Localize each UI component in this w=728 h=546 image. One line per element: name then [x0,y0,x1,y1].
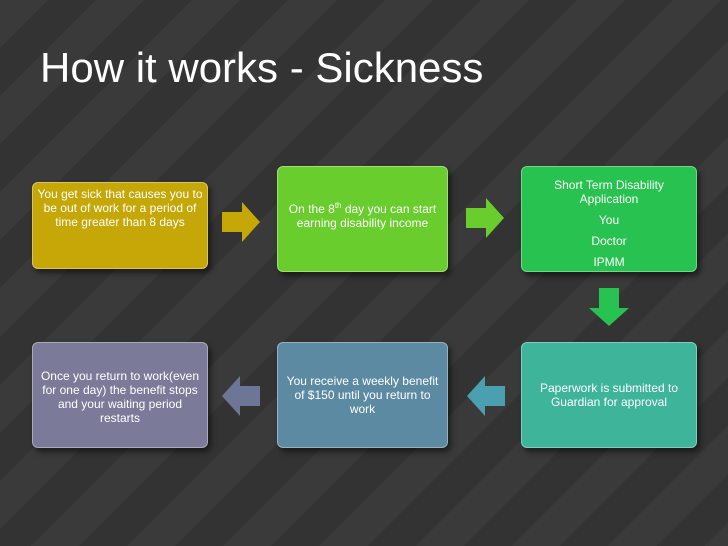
left-arrow-icon [467,376,505,416]
down-arrow-icon [589,288,629,326]
box-weekly-benefit: You receive a weekly benefit of $150 unt… [277,342,448,448]
application-item-doctor: Doctor [591,234,627,248]
right-arrow-icon [466,198,504,238]
slide-title: How it works - Sickness [40,44,484,91]
eighth-day-text-part1: On the 8 [288,202,335,216]
box-return-to-work: Once you return to work(even for one day… [32,342,208,448]
box-paperwork-text: Paperwork is submitted to Guardian for a… [539,381,679,409]
right-arrow-icon [222,202,260,242]
application-item-you: You [598,213,620,227]
box-weekly-benefit-text: You receive a weekly benefit of $150 unt… [286,374,439,416]
box-return-to-work-text: Once you return to work(even for one day… [40,369,200,425]
application-item-ipmm: IPMM [593,255,625,269]
box-application: Short Term Disability Application You Do… [521,166,697,272]
eighth-day-superscript: th [334,201,342,210]
box-paperwork: Paperwork is submitted to Guardian for a… [521,342,697,448]
box-get-sick-text: You get sick that causes you to be out o… [37,187,203,229]
eighth-day-text-part2: day you can start earning disability inc… [296,202,437,230]
box-eighth-day: On the 8th day you can start earning dis… [277,166,448,272]
application-title: Short Term Disability Application [554,178,664,206]
box-get-sick: You get sick that causes you to be out o… [32,182,208,269]
left-arrow-icon [222,376,260,416]
box-eighth-day-text: On the 8th day you can start earning dis… [278,199,447,230]
